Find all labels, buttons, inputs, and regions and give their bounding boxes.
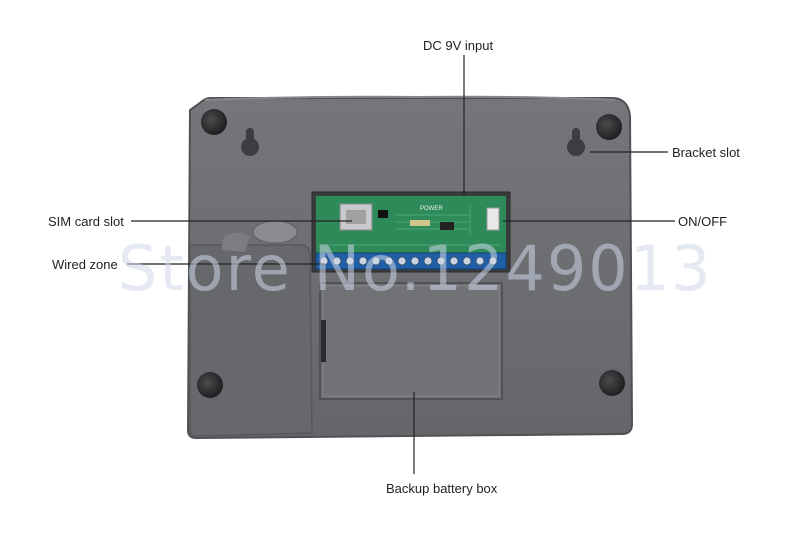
rubber-foot-top-right xyxy=(596,114,622,140)
label-sim-card-slot: SIM card slot xyxy=(48,214,124,229)
label-on-off: ON/OFF xyxy=(678,214,728,229)
keyhole-slot-left xyxy=(241,128,259,156)
label-dc-input: DC 9V input xyxy=(423,38,494,53)
label-wired-zone: Wired zone xyxy=(52,257,118,272)
keyhole-slot-right xyxy=(567,128,585,156)
pcb-power-label: POWER xyxy=(420,206,443,212)
terminal-screws xyxy=(319,256,498,266)
housing-knob xyxy=(252,220,298,244)
rubber-foot-bottom-right xyxy=(599,370,625,396)
label-backup-battery-box: Backup battery box xyxy=(386,481,498,496)
rubber-foot-top-left xyxy=(201,109,227,135)
callout-lines xyxy=(127,55,675,474)
power-switch xyxy=(486,207,500,231)
rubber-foot-bottom-left xyxy=(197,372,223,398)
label-bracket-slot: Bracket slot xyxy=(672,145,740,160)
battery-cover xyxy=(319,282,503,400)
battery-cover-latch xyxy=(321,320,326,362)
housing-step xyxy=(189,244,313,437)
